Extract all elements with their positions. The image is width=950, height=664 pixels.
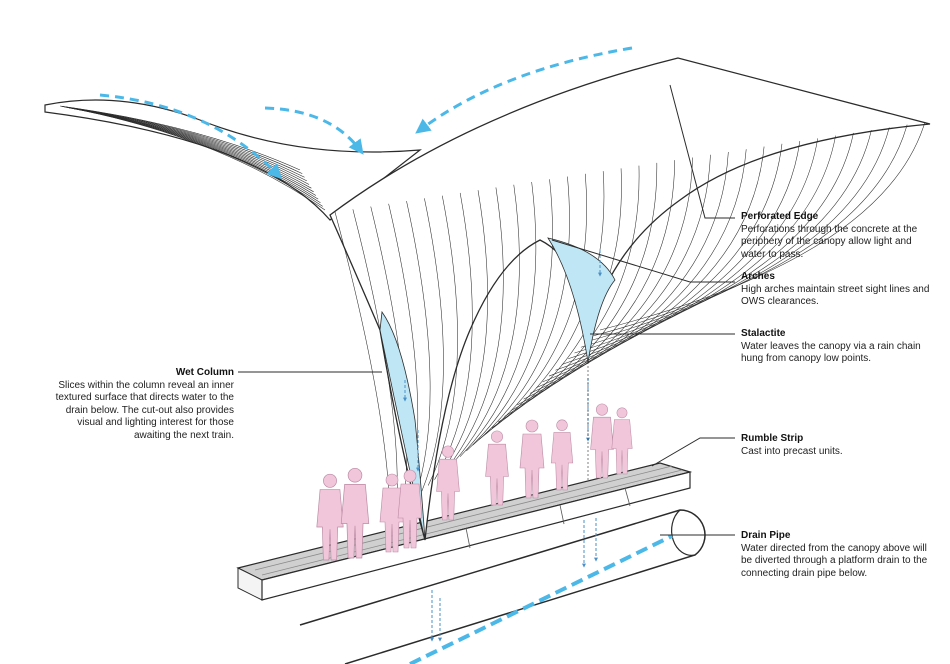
leader-arches — [551, 239, 735, 283]
callout-title: Drain Pipe — [741, 530, 791, 541]
callout-body: Water directed from the canopy above wil… — [741, 542, 928, 579]
people — [316, 403, 633, 561]
callout-arches: Arches High arches maintain street sight… — [741, 271, 939, 309]
leader-perforated-edge — [669, 84, 735, 219]
callout-body: Water leaves the canopy via a rain chain… — [741, 340, 921, 365]
canopy — [44, 57, 931, 541]
callout-title: Wet Column — [175, 367, 234, 378]
drip-arrows — [403, 250, 602, 642]
callout-perforated-edge: Perforated Edge Perforations through the… — [741, 211, 936, 261]
callout-stalactite: Stalactite Water leaves the canopy via a… — [741, 328, 936, 366]
person-silhouette — [485, 430, 509, 506]
water-flow-arrows — [99, 46, 633, 180]
callout-rumble-strip: Rumble Strip Cast into precast units. — [741, 433, 931, 458]
callout-title: Rumble Strip — [741, 433, 804, 444]
person-silhouette — [397, 469, 423, 549]
pipe-flow-arrow — [409, 534, 673, 664]
callout-title: Stalactite — [741, 328, 786, 339]
callout-body: High arches maintain street sight lines … — [741, 283, 930, 308]
callout-body: Slices within the column reveal an inner… — [55, 379, 234, 441]
callout-drain-pipe: Drain Pipe Water directed from the canop… — [741, 530, 936, 580]
person-silhouette — [436, 445, 460, 521]
callout-title: Arches — [741, 271, 775, 282]
person-silhouette — [519, 419, 545, 499]
leader-rumble-strip — [651, 437, 735, 467]
wet-column-inner-surface — [379, 310, 426, 541]
callout-wet-column: Wet Column Slices within the column reve… — [48, 367, 234, 442]
callout-body: Perforations through the concrete at the… — [741, 223, 918, 260]
person-silhouette — [550, 419, 574, 491]
arch-inner-surface — [547, 237, 616, 363]
person-silhouette — [340, 467, 370, 559]
drain-pipe — [299, 509, 706, 664]
leader-lines — [238, 84, 735, 536]
person-silhouette — [611, 407, 633, 475]
callout-body: Cast into precast units. — [741, 445, 843, 457]
callout-title: Perforated Edge — [741, 211, 819, 222]
person-silhouette — [316, 473, 344, 561]
person-silhouette — [590, 403, 614, 479]
